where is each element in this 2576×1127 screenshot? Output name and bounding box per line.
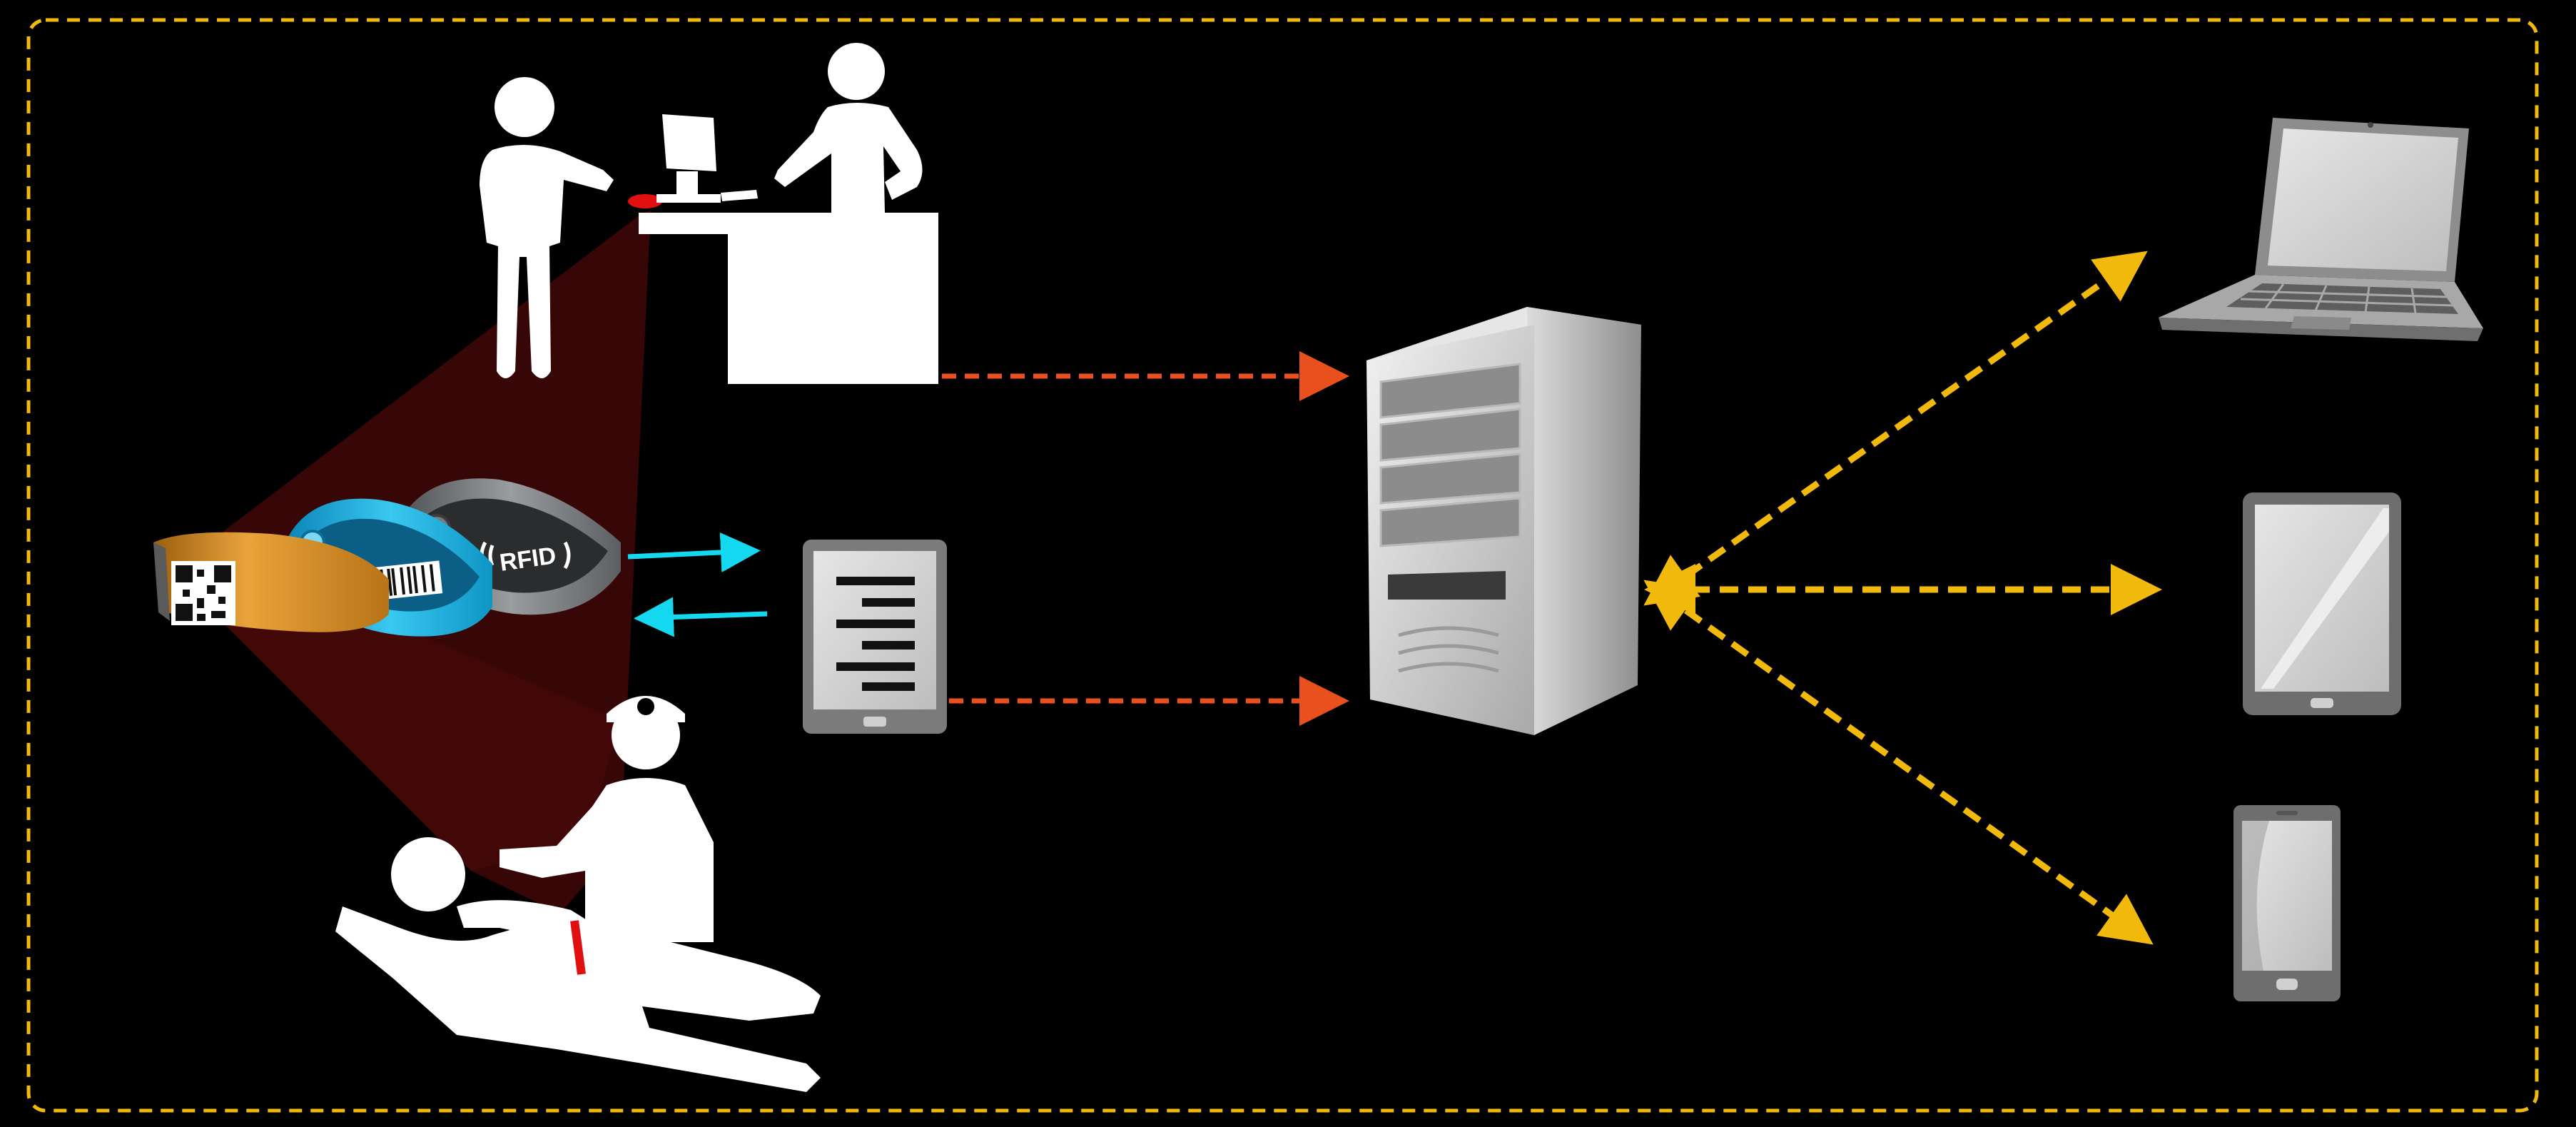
smartphone-icon	[2233, 805, 2341, 1001]
wireless-arrow-to-reader	[627, 532, 761, 572]
sync-arrow-to-phone	[1660, 591, 2154, 945]
person-icon	[480, 77, 614, 378]
sync-arrow-to-laptop	[1660, 251, 2148, 595]
wireless-arrow-to-wristband	[634, 597, 768, 637]
scan-beam-lower	[171, 571, 621, 871]
diagram-frame	[26, 18, 2539, 1113]
server-tower-icon	[1366, 307, 1641, 735]
laptop-icon	[2159, 118, 2483, 341]
wristband-bundle: RFID	[153, 478, 621, 637]
tablet-icon	[2243, 492, 2401, 715]
sync-arrow-to-phone-back	[1643, 580, 1700, 631]
scanner-device	[628, 194, 662, 208]
patient-wristband-mark	[570, 920, 586, 975]
reception-desk	[639, 114, 938, 384]
tablet-reader-icon	[803, 540, 947, 734]
nurse-with-patient-icon	[335, 696, 821, 1092]
receptionist-icon	[774, 43, 923, 213]
